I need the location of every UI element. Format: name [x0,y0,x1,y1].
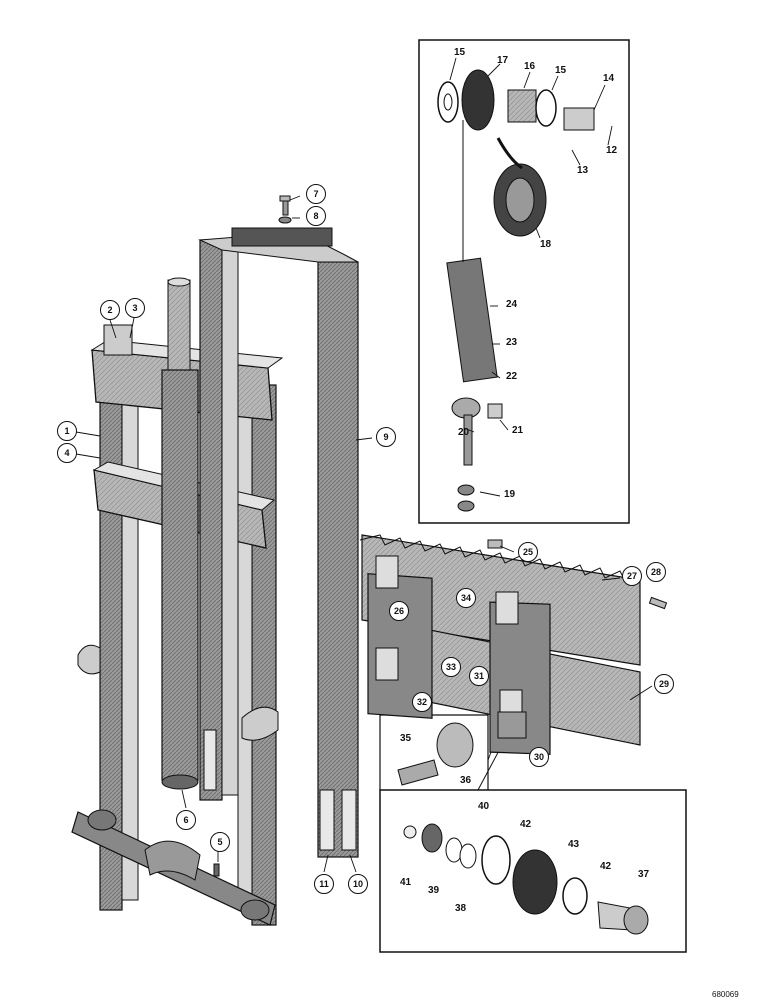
callout-19: 19 [504,489,516,500]
callout-18: 18 [540,239,552,250]
callout-37: 37 [638,869,650,880]
callout-17: 17 [497,55,509,66]
callout-23: 23 [506,337,518,348]
callout-36: 36 [460,775,472,786]
callout-43: 43 [568,839,580,850]
top-bolt [278,195,292,224]
callout-29: 29 [654,674,674,694]
callout-22: 22 [506,371,518,382]
callout-20: 20 [458,427,470,438]
inner-upright [198,227,359,858]
callout-27: 27 [622,566,642,586]
sprocket-inset-box [418,39,630,524]
pin-28 [648,596,668,610]
callout-12: 12 [606,145,618,156]
callout-16: 16 [524,61,536,72]
callout-25: 25 [518,542,538,562]
callout-42b: 42 [600,861,612,872]
callout-24: 24 [506,299,518,310]
callout-39: 39 [428,885,440,896]
callout-5: 5 [210,832,230,852]
figure-code: 680069 [712,990,739,999]
callout-42a: 42 [520,819,532,830]
callout-6: 6 [176,810,196,830]
callout-35: 35 [400,733,412,744]
callout-2: 2 [100,300,120,320]
callout-3: 3 [125,298,145,318]
carriage [359,534,641,755]
roller-inset-box [379,789,687,953]
roller-parts [397,722,649,935]
callout-41: 41 [400,877,412,888]
roller-detail-frame [379,714,489,790]
leader-lines [75,57,653,873]
callout-10: 10 [348,874,368,894]
pin-5 [213,863,220,877]
callout-1: 1 [57,421,77,441]
callout-15a: 15 [454,47,466,58]
callout-28: 28 [646,562,666,582]
callout-14: 14 [603,73,615,84]
callout-26: 26 [389,601,409,621]
sprocket-parts [437,69,595,512]
callout-32: 32 [412,692,432,712]
callout-34: 34 [456,588,476,608]
callout-15b: 15 [555,65,567,76]
callout-4: 4 [57,443,77,463]
callout-13: 13 [577,165,589,176]
callout-31: 31 [469,666,489,686]
callout-21: 21 [512,425,524,436]
callout-33: 33 [441,657,461,677]
callout-11: 11 [314,874,334,894]
lift-cylinder [161,277,199,790]
callout-8: 8 [306,206,326,226]
callout-30: 30 [529,747,549,767]
callout-7: 7 [306,184,326,204]
callout-9: 9 [376,427,396,447]
callout-38: 38 [455,903,467,914]
callout-40: 40 [478,801,490,812]
